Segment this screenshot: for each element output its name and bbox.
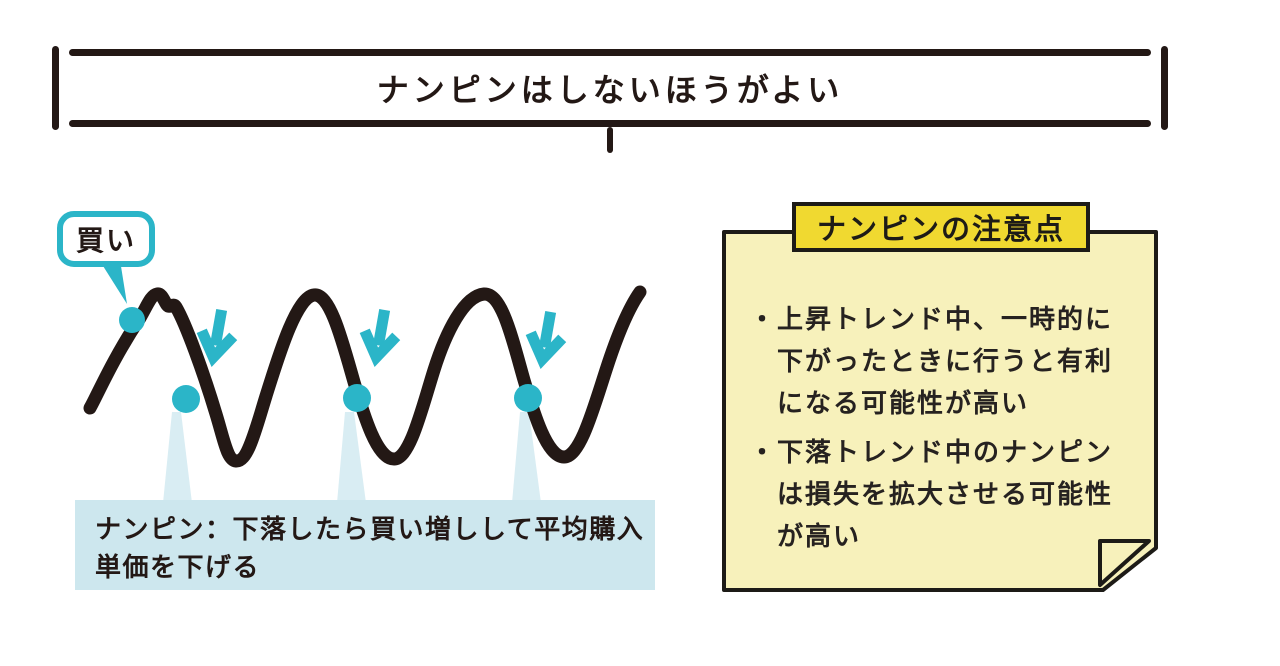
- bullet-line: ・下落トレンド中のナンピン: [749, 438, 1114, 468]
- note-bullet-list: ・上昇トレンド中、一時的に 下がったときに行うと有利 になる可能性が高い ・下落…: [749, 299, 1149, 565]
- buy-label: 買い: [75, 224, 136, 257]
- page-title: ナンピンはしないほうがよい: [376, 71, 844, 109]
- pointer-triangle: [337, 412, 366, 503]
- note-bullet: ・上昇トレンド中、一時的に 下がったときに行うと有利 になる可能性が高い: [749, 299, 1149, 425]
- buy-point-dot: [172, 385, 200, 413]
- pointer-triangle: [163, 412, 192, 503]
- down-arrow-icon: [196, 309, 238, 368]
- buy-point-dot: [119, 307, 145, 333]
- speech-bubble-tail: [98, 258, 127, 304]
- note-heading-badge: ナンピンの注意点: [792, 202, 1090, 252]
- nanpin-caption-box: ナンピン：下落したら買い増しして平均購入 単価を下げる: [75, 500, 655, 590]
- note-bullet: ・下落トレンド中のナンピン は損失を拡大させる可能性 が高い: [749, 432, 1149, 558]
- note-fold-corner: [1098, 539, 1151, 587]
- buy-speech-bubble: [57, 211, 155, 304]
- bullet-line: が高い: [777, 522, 862, 552]
- title-banner: ナンピンはしないほうがよい: [52, 46, 1168, 153]
- banner-top-rule: [69, 49, 1151, 56]
- bullet-line: になる可能性が高い: [777, 389, 1030, 419]
- banner-right-bar: [1161, 46, 1168, 130]
- bullet-line: 下がったときに行うと有利: [777, 347, 1114, 377]
- bullet-line: は損失を拡大させる可能性: [777, 480, 1114, 510]
- price-wave-line: [83, 285, 647, 468]
- pointer-triangle: [512, 412, 541, 503]
- down-arrow-icon: [525, 311, 567, 370]
- buy-point-dot: [514, 384, 542, 412]
- caption-line: 単価を下げる: [95, 553, 261, 583]
- speech-bubble-body: [57, 211, 155, 267]
- buy-point-dot: [343, 384, 371, 412]
- price-wave-diagram: [57, 211, 647, 503]
- pointer-triangle-group: [163, 412, 541, 503]
- banner-left-bar: [52, 46, 59, 130]
- down-arrow-icon: [359, 309, 401, 368]
- down-arrow-group: [196, 309, 567, 370]
- caption-line: ナンピン：下落したら買い増しして平均購入: [95, 515, 645, 545]
- bullet-line: ・上昇トレンド中、一時的に: [749, 305, 1114, 335]
- banner-connector-tick: [607, 127, 613, 153]
- banner-bottom-rule: [69, 120, 1151, 127]
- buy-point-group: [119, 307, 542, 413]
